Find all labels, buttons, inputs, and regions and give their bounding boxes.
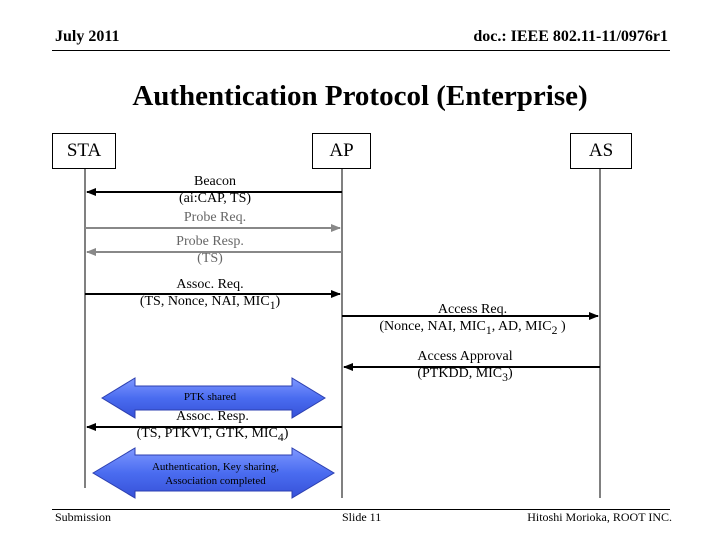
beacon-label-line1: Beacon [194,174,236,189]
auth-complete-label: Authentication, Key sharing, Association… [133,460,298,488]
assoc-resp-close: ) [283,426,289,441]
beacon-label-line2: (ai:CAP, TS) [178,191,252,206]
probe-resp-label-line1: Probe Resp. [176,234,244,249]
assoc-resp-mic-index: 4 [277,430,284,444]
assoc-req-mic-index: 1 [269,298,276,312]
header-divider [52,50,670,51]
access-req-mid: , AD, MIC [491,319,552,334]
access-req-close: ) [557,319,566,334]
access-approval-label-line1: Access Approval [417,349,513,364]
access-approval-label-line2: (PTKDD, MIC3) [400,365,530,386]
ptk-shared-label: PTK shared [183,391,237,403]
assoc-resp-label: Assoc. Resp. (TS, PTKVT, GTK, MIC4) [115,408,310,446]
assoc-resp-label-line1: Assoc. Resp. [176,409,249,424]
access-req-label-line1: Access Req. [437,302,508,317]
footer-author: Hitoshi Morioka, ROOT INC. [527,510,672,524]
probe-resp-label-line2: (TS) [197,251,223,266]
slide-title: Authentication Protocol (Enterprise) [132,80,588,112]
assoc-req-label-line1: Assoc. Req. [176,277,244,292]
sta-box: STA [52,133,116,169]
access-req-params: (Nonce, NAI, MIC [379,319,486,334]
as-box: AS [570,133,632,169]
auth-complete-label-line2: Association completed [165,475,266,487]
beacon-label: Beacon (ai:CAP, TS) [160,173,270,207]
auth-complete-shape [92,447,335,499]
access-req-mic1-index: 1 [485,323,492,337]
ap-box: AP [312,133,371,169]
probe-req-label: Probe Req. [183,210,247,225]
access-req-label: Access Req. (Nonce, NAI, MIC1, AD, MIC2 … [355,301,590,339]
footer-slide-number: Slide 11 [342,510,382,524]
assoc-req-close: ) [275,294,281,309]
assoc-req-label: Assoc. Req. (TS, Nonce, NAI, MIC1) [120,276,300,314]
footer-divider [52,509,670,510]
access-approval-params: (PTKDD, MIC [417,366,503,381]
access-approval-mic-index: 3 [502,370,508,384]
ptk-shared-shape [101,377,326,419]
access-req-mic2-index: 2 [551,323,558,337]
auth-complete-label-line1: Authentication, Key sharing, [151,461,280,473]
assoc-req-label-line2: (TS, Nonce, NAI, MIC1) [120,293,300,314]
header-date: July 2011 [55,28,120,45]
footer-submission: Submission [55,510,112,524]
access-approval-close: ) [507,366,513,381]
assoc-resp-params: (TS, PTKVT, GTK, MIC [136,426,278,441]
probe-resp-label: Probe Resp. (TS) [155,233,265,267]
access-req-label-line2: (Nonce, NAI, MIC1, AD, MIC2 ) [355,318,590,339]
assoc-req-params: (TS, Nonce, NAI, MIC [139,294,270,309]
assoc-resp-label-line2: (TS, PTKVT, GTK, MIC4) [115,425,310,446]
header-doc-id: doc.: IEEE 802.11-11/0976r1 [473,28,668,45]
access-approval-label: Access Approval (PTKDD, MIC3) [400,348,530,386]
